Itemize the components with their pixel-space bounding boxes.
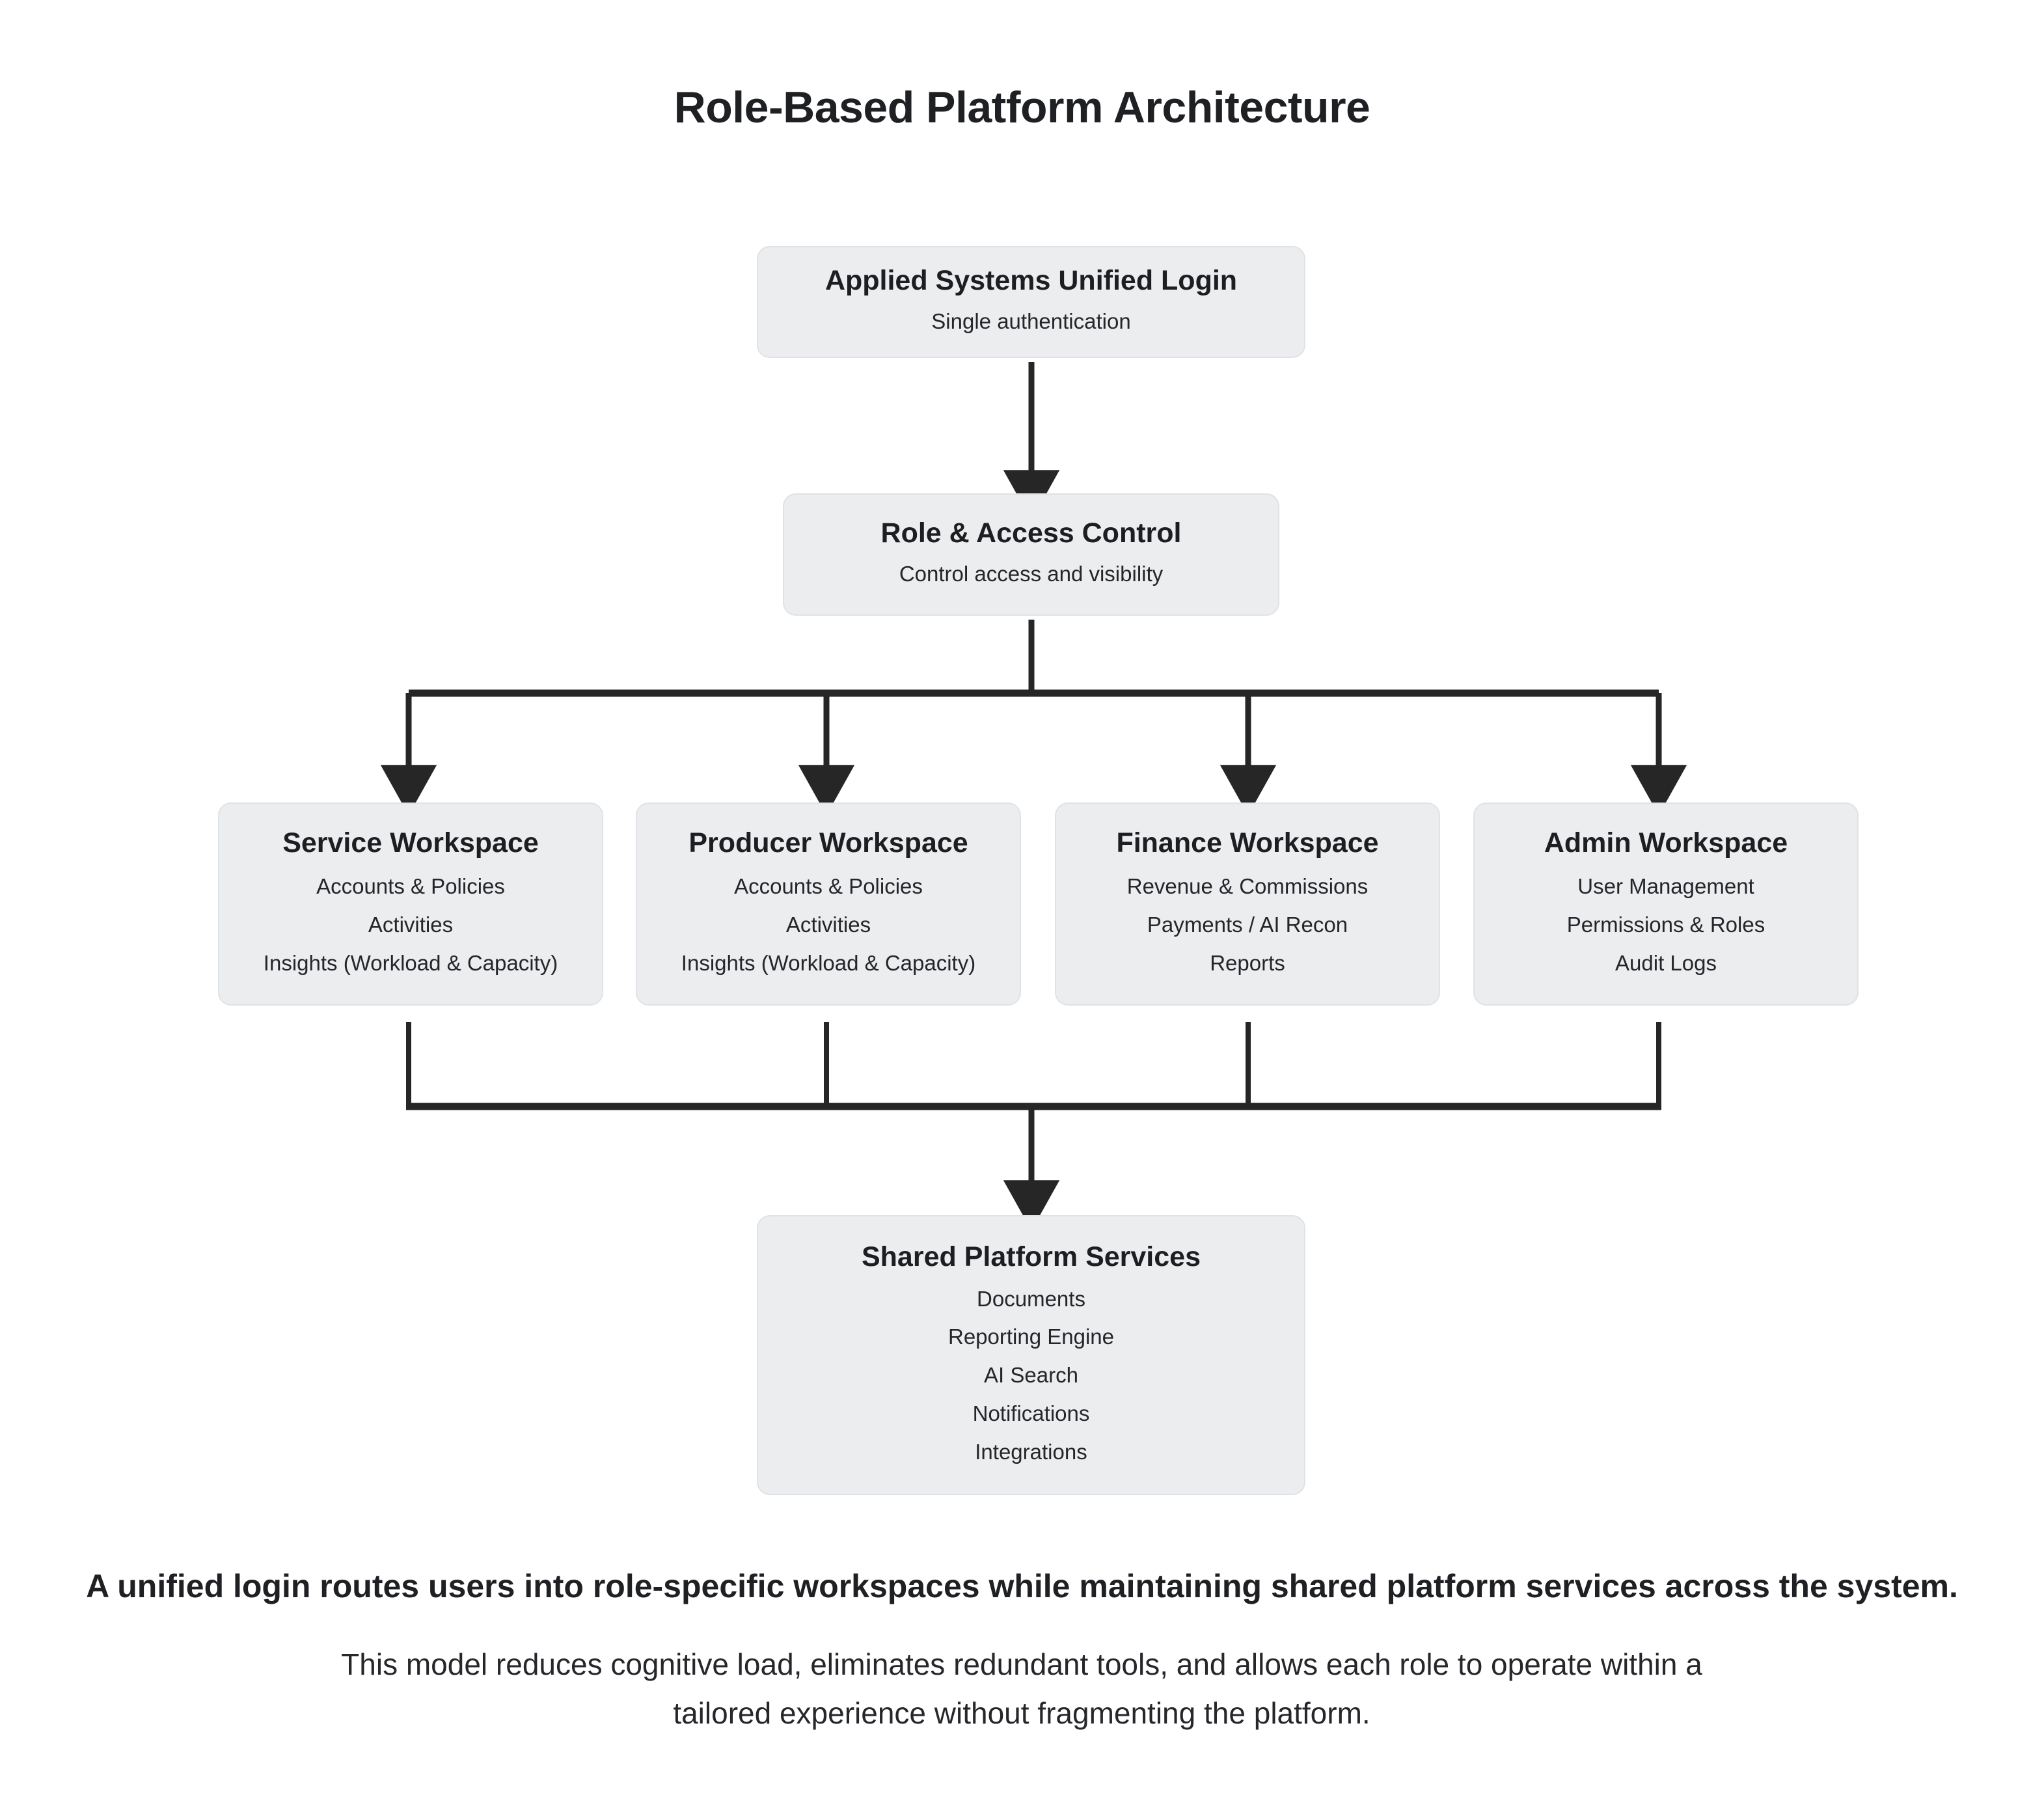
node-item: Integrations bbox=[975, 1439, 1087, 1464]
node-admin-workspace[interactable]: Admin Workspace User Management Permissi… bbox=[1473, 803, 1859, 1006]
node-producer-workspace[interactable]: Producer Workspace Accounts & Policies A… bbox=[636, 803, 1021, 1006]
node-title: Role & Access Control bbox=[880, 517, 1182, 549]
node-item: Payments / AI Recon bbox=[1147, 913, 1348, 937]
node-title: Finance Workspace bbox=[1116, 827, 1379, 859]
node-item: Documents bbox=[977, 1286, 1085, 1311]
node-item: User Management bbox=[1577, 874, 1754, 899]
node-subtitle: Single authentication bbox=[931, 309, 1131, 334]
node-title: Service Workspace bbox=[282, 827, 539, 859]
page-title: Role-Based Platform Architecture bbox=[674, 83, 1370, 132]
node-item: Accounts & Policies bbox=[734, 874, 923, 899]
node-finance-workspace[interactable]: Finance Workspace Revenue & Commissions … bbox=[1055, 803, 1440, 1006]
node-title: Applied Systems Unified Login bbox=[824, 265, 1238, 297]
node-item: AI Search bbox=[984, 1363, 1078, 1388]
node-title: Shared Platform Services bbox=[861, 1241, 1201, 1272]
node-item: Accounts & Policies bbox=[316, 874, 505, 899]
node-applied-systems-unified-login[interactable]: Applied Systems Unified Login Single aut… bbox=[757, 246, 1305, 358]
node-title: Admin Workspace bbox=[1544, 827, 1788, 859]
node-item: Reports bbox=[1210, 950, 1285, 975]
node-subtitle: Control access and visibility bbox=[899, 562, 1164, 586]
node-item: Permissions & Roles bbox=[1566, 913, 1765, 937]
node-shared-platform-services[interactable]: Shared Platform Services Documents Repor… bbox=[757, 1215, 1305, 1495]
node-service-workspace[interactable]: Service Workspace Accounts & Policies Ac… bbox=[218, 803, 603, 1006]
node-title: Producer Workspace bbox=[688, 827, 968, 859]
caption-lead: A unified login routes users into role-s… bbox=[86, 1568, 1958, 1604]
node-item: Activities bbox=[785, 913, 871, 937]
node-item: Activities bbox=[368, 913, 454, 937]
node-item: Insights (Workload & Capacity) bbox=[681, 950, 976, 975]
node-item: Notifications bbox=[972, 1401, 1090, 1425]
node-role-and-access-control[interactable]: Role & Access Control Control access and… bbox=[783, 493, 1279, 616]
node-item: Insights (Workload & Capacity) bbox=[263, 950, 558, 975]
node-item: Audit Logs bbox=[1615, 950, 1717, 975]
node-item: Revenue & Commissions bbox=[1126, 874, 1369, 899]
node-item: Reporting Engine bbox=[947, 1325, 1114, 1349]
caption-body: This model reduces cognitive load, elimi… bbox=[341, 1647, 1702, 1730]
